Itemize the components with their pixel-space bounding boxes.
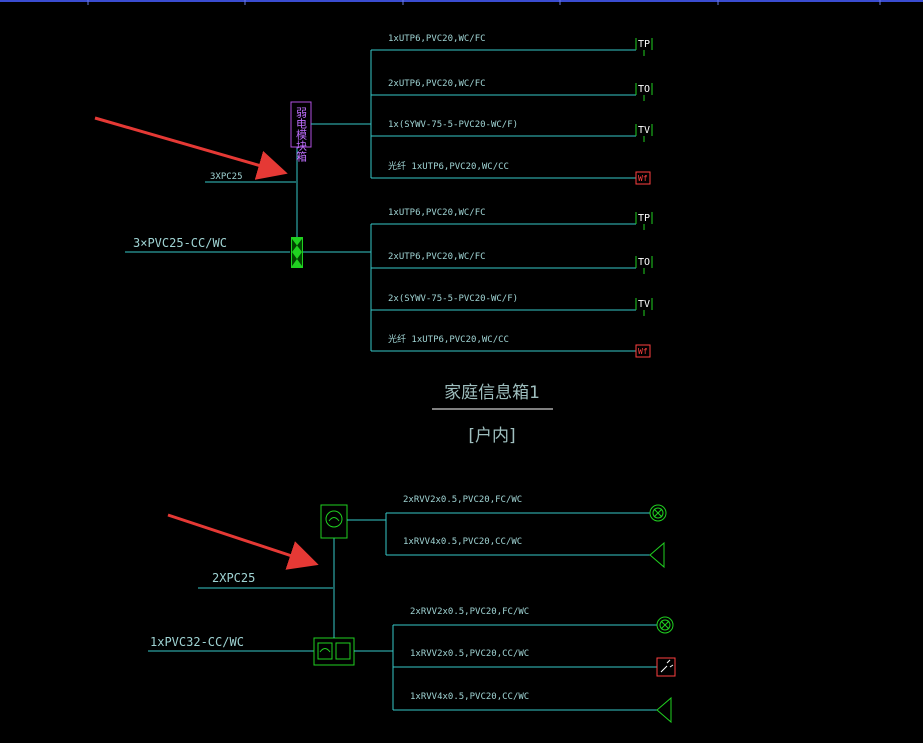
branch-cable-label: 1xRVV2x0.5,PVC20,CC/WC	[410, 649, 529, 659]
outlet-tag: TO	[638, 257, 650, 268]
outlet-tag: TP	[638, 213, 650, 224]
branch-cable-label: 2x(SYWV-75-5-PVC20-WC/F)	[388, 294, 518, 304]
upper-riser-label: 3XPC25	[210, 172, 243, 182]
weak-current-module-box: 弱电模块箱	[290, 101, 312, 163]
outlet-socket-icon: TP	[635, 212, 653, 230]
upper-a-branch: 1x(SYWV-75-5-PVC20-WC/F) TV	[371, 120, 653, 142]
branch-cable-label: 光纤 1xUTP6,PVC20,WC/CC	[388, 160, 509, 172]
upper-b-branch: 光纤 1xUTP6,PVC20,WC/CC Wf	[371, 333, 651, 358]
outlet-tag: TP	[638, 39, 650, 50]
upper-a-branch: 2xUTP6,PVC20,WC/FC TO	[371, 79, 653, 101]
branch-cable-label: 2xRVV2x0.5,PVC20,FC/WC	[403, 495, 522, 505]
module-box-label: 弱电模块箱	[295, 107, 308, 163]
arrow-upper	[94, 116, 288, 180]
lower-branch: 1xRVV2x0.5,PVC20,CC/WC	[393, 649, 676, 677]
outlet-socket-icon: TO	[635, 256, 653, 274]
upper-b-branch: 2x(SYWV-75-5-PVC20-WC/F) TV	[371, 294, 653, 316]
upper-a-branch: 1xUTP6,PVC20,WC/FC TP	[371, 34, 653, 56]
outlet-socket-icon: TO	[635, 83, 653, 101]
outlet-tag: Wf	[638, 174, 648, 183]
branch-cable-label: 2xUTP6,PVC20,WC/FC	[388, 252, 486, 262]
box-title: 家庭信息箱1	[444, 383, 540, 403]
upper-b-branch: 2xUTP6,PVC20,WC/FC TO	[371, 252, 653, 274]
upper-system: 3×PVC25-CC/WC 3XPC25 弱电模块箱 1xUTP6,PVC20,…	[125, 34, 653, 358]
intercom-host-icon	[313, 637, 355, 666]
top-ruler	[0, 0, 923, 5]
fiber-outlet-icon: Wf	[635, 344, 651, 358]
outlet-socket-icon: TV	[635, 298, 653, 316]
network-device-icon	[291, 237, 303, 268]
branch-cable-label: 2xUTP6,PVC20,WC/FC	[388, 79, 486, 89]
lower-branch: 2xRVV2x0.5,PVC20,FC/WC	[393, 607, 674, 634]
lamp-icon	[656, 616, 674, 634]
lower-system: 1xPVC32-CC/WC 2XPC25 2xRVV2x0.5,PVC20,FC…	[148, 495, 676, 724]
lower-branch: 1xRVV4x0.5,PVC20,CC/WC	[386, 537, 665, 569]
upper-feeder-label: 3×PVC25-CC/WC	[133, 236, 227, 250]
upper-a-branch: 光纤 1xUTP6,PVC20,WC/CC Wf	[371, 160, 651, 185]
lower-riser-label: 2XPC25	[212, 571, 255, 585]
branch-cable-label: 1xUTP6,PVC20,WC/FC	[388, 208, 486, 218]
speaker-icon	[649, 541, 665, 569]
fiber-outlet-icon: Wf	[635, 171, 651, 185]
speaker-icon	[656, 696, 672, 724]
branch-cable-label: 光纤 1xUTP6,PVC20,WC/CC	[388, 333, 509, 345]
arrow-lower	[167, 513, 319, 570]
telephone-icon	[320, 504, 348, 539]
branch-cable-label: 2xRVV2x0.5,PVC20,FC/WC	[410, 607, 529, 617]
annotation-arrows	[94, 116, 319, 570]
branch-cable-label: 1xUTP6,PVC20,WC/FC	[388, 34, 486, 44]
outlet-tag: TV	[638, 299, 650, 310]
outlet-tag: Wf	[638, 347, 648, 356]
detector-icon	[656, 657, 676, 677]
lamp-icon	[649, 504, 667, 522]
branch-cable-label: 1x(SYWV-75-5-PVC20-WC/F)	[388, 120, 518, 130]
branch-cable-label: 1xRVV4x0.5,PVC20,CC/WC	[403, 537, 522, 547]
outlet-tag: TO	[638, 84, 650, 95]
lower-branch: 1xRVV4x0.5,PVC20,CC/WC	[393, 692, 672, 724]
upper-b-branch: 1xUTP6,PVC20,WC/FC TP	[371, 208, 653, 230]
branch-cable-label: 1xRVV4x0.5,PVC20,CC/WC	[410, 692, 529, 702]
box-subtitle: [户内]	[468, 426, 515, 446]
lower-feeder-label: 1xPVC32-CC/WC	[150, 635, 244, 649]
lower-branch: 2xRVV2x0.5,PVC20,FC/WC	[386, 495, 667, 522]
outlet-socket-icon: TP	[635, 38, 653, 56]
title-block: 家庭信息箱1 [户内]	[432, 383, 553, 446]
outlet-tag: TV	[638, 125, 650, 136]
outlet-socket-icon: TV	[635, 124, 653, 142]
